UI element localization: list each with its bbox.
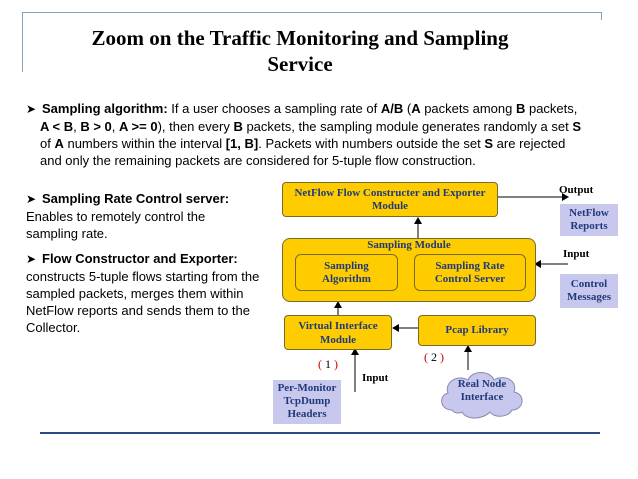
- top-rule: [22, 12, 602, 13]
- bullet-body-line: sampled packets, merges them within: [26, 286, 244, 301]
- box-label-line: Reports: [570, 220, 608, 232]
- sampling-rate-control-server-box: Sampling Rate Control Server: [414, 254, 526, 291]
- text-run-bold: B: [233, 119, 243, 134]
- marker-1: ( 1 ): [318, 357, 338, 371]
- text-run-bold: A >= 0: [119, 119, 158, 134]
- bullet-body-line: Enables to remotely control the: [26, 209, 206, 224]
- marker-1-number: 1: [325, 357, 331, 371]
- virtual-interface-module: Virtual Interface Module: [284, 315, 392, 350]
- marker-2-number: 2: [431, 350, 437, 364]
- netflow-reports-box: NetFlow Reports: [560, 204, 618, 236]
- box-label-line: Per-Monitor: [277, 382, 337, 394]
- box-label-line: Real Node: [457, 378, 507, 390]
- box-label-line: NetFlow Flow Constructer and Exporter: [294, 187, 486, 199]
- per-monitor-tcpdump-headers-box: Per-Monitor TcpDump Headers: [273, 380, 341, 424]
- bullet-line-4: and only the remaining packets are consi…: [40, 153, 476, 168]
- bullet-heading-row: ➤ Sampling Rate Control server:: [26, 190, 271, 208]
- marker-2: ( 2 ): [424, 350, 444, 364]
- box-label-line: Control: [570, 278, 608, 290]
- text-run: ,: [73, 119, 81, 134]
- box-label-line: Virtual Interface: [298, 320, 378, 332]
- input-label-bottom: Input: [362, 372, 389, 384]
- text-run: (: [403, 101, 412, 116]
- arrow-bullet-icon: ➤: [26, 102, 37, 116]
- pcap-library-box: Pcap Library: [418, 315, 536, 346]
- text-run: packets among: [420, 101, 516, 116]
- text-run: are rejected: [493, 136, 566, 151]
- control-messages-box: Control Messages: [560, 274, 618, 308]
- arrow-bullet-icon: ➤: [26, 252, 37, 266]
- real-node-cloud-icon: [441, 372, 523, 419]
- bullet-body-line: sampling rate.: [26, 226, 108, 241]
- output-label: Output: [559, 184, 594, 196]
- text-run: . Packets with numbers outside the set: [258, 136, 485, 151]
- real-node-interface-label: Real Node Interface: [436, 378, 528, 404]
- box-label: Pcap Library: [445, 324, 509, 336]
- box-label-line: Algorithm: [322, 273, 371, 285]
- box-label-line: Sampling: [324, 260, 369, 272]
- text-run-bold: B: [515, 101, 526, 116]
- text-run-bold: A: [54, 136, 64, 151]
- sampling-module-label: Sampling Module: [367, 239, 451, 251]
- text-run-bold: S: [572, 119, 582, 134]
- box-label-line: Interface: [460, 391, 504, 403]
- text-run: packets, the sampling module generates r…: [242, 119, 573, 134]
- top-rule-left-edge: [22, 12, 23, 72]
- bullet-heading: Flow Constructor and Exporter:: [42, 251, 238, 266]
- text-run: ,: [111, 119, 120, 134]
- bullet-flow-constructor: ➤ Flow Constructor and Exporter: construc…: [26, 250, 276, 336]
- box-label-line: Sampling Rate: [435, 260, 505, 272]
- bullet-sampling-algorithm: ➤ Sampling algorithm: If a user chooses a…: [26, 100, 626, 169]
- bullet-line-2: A < B, B > 0, A >= 0), then every B pack…: [26, 118, 626, 135]
- text-run-bold: A: [411, 101, 421, 116]
- bullet-heading: Sampling algorithm:: [42, 101, 168, 116]
- text-run-bold: S: [484, 136, 494, 151]
- text-run-bold: B > 0: [80, 119, 112, 134]
- box-label-line: Control Server: [434, 273, 506, 285]
- text-run: of: [40, 136, 55, 151]
- page-title: Zoom on the Traffic Monitoring and Sampl…: [40, 25, 560, 77]
- arrow-bullet-icon: ➤: [26, 192, 37, 206]
- box-label-line: Headers: [287, 408, 327, 420]
- title-line-2: Service: [267, 52, 333, 76]
- box-label-line: TcpDump: [283, 395, 331, 407]
- bullet-sampling-rate-control: ➤ Sampling Rate Control server: Enables t…: [26, 190, 271, 242]
- box-label-line: Module: [319, 334, 357, 346]
- box-label-line: Module: [371, 200, 409, 212]
- bullet-heading: Sampling Rate Control server:: [42, 191, 230, 206]
- text-run-bold: A/B: [380, 101, 404, 116]
- text-run-bold: [1, B]: [225, 136, 259, 151]
- text-run: If a user chooses a sampling rate of: [167, 101, 381, 116]
- text-run: packets,: [525, 101, 578, 116]
- box-label-line: Messages: [567, 291, 611, 303]
- sampling-algorithm-box: Sampling Algorithm: [295, 254, 398, 291]
- input-label-right: Input: [563, 248, 590, 260]
- bullet-body-line: Collector.: [26, 320, 81, 335]
- bottom-rule: [40, 432, 600, 434]
- box-label-line: NetFlow: [569, 207, 609, 219]
- bullet-body-line: constructs 5-tuple flows starting from t…: [26, 269, 260, 284]
- text-run: ), then every: [157, 119, 234, 134]
- bullet-body-line: NetFlow reports and sends them to the: [26, 303, 251, 318]
- bullet-line-3: of A numbers within the interval [1, B].…: [26, 135, 626, 152]
- text-run: numbers within the interval: [63, 136, 226, 151]
- bullet-heading-row: ➤ Flow Constructor and Exporter:: [26, 250, 276, 268]
- top-rule-right-edge: [601, 12, 602, 20]
- text-run-bold: A < B: [40, 119, 74, 134]
- title-line-1: Zoom on the Traffic Monitoring and Sampl…: [91, 26, 509, 50]
- netflow-constructer-exporter-module: NetFlow Flow Constructer and Exporter Mo…: [282, 182, 498, 217]
